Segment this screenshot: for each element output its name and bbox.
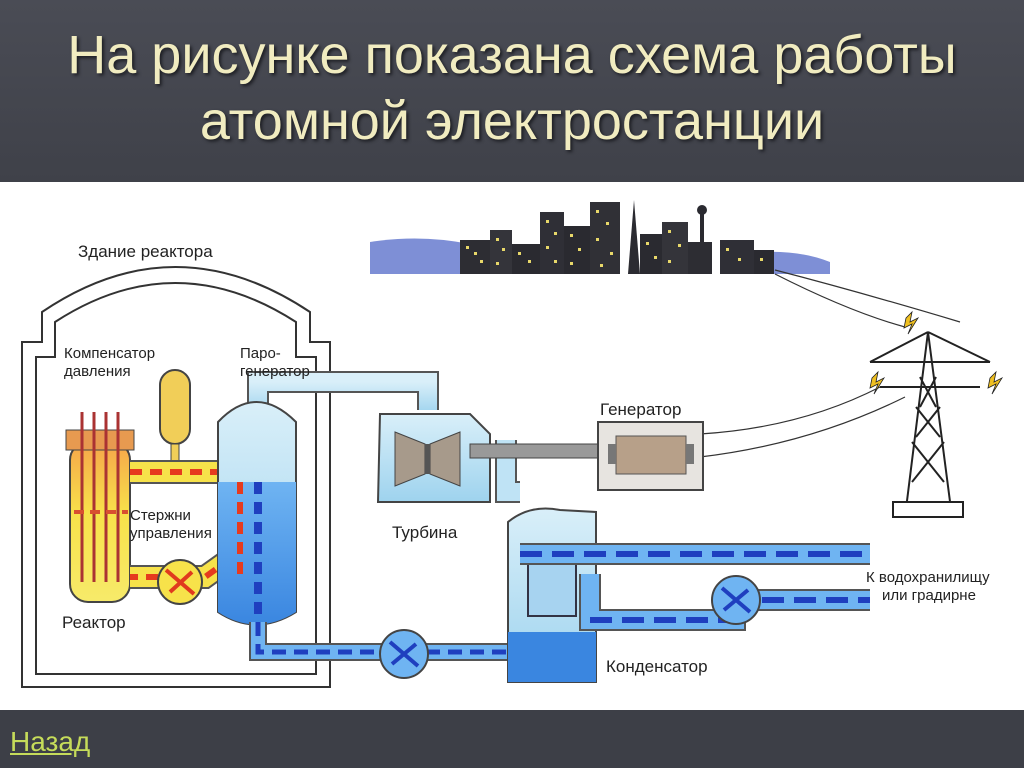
label-steam-generator-1: Паро- (240, 345, 281, 362)
transmission-tower (869, 331, 991, 518)
footer: Назад (0, 710, 1024, 768)
title-line-1: На рисунке показана схема работы (67, 25, 957, 85)
feedwater-loop (249, 622, 520, 679)
spark-icon (869, 310, 1004, 395)
pressurizer (159, 369, 191, 469)
back-link[interactable]: Назад (10, 726, 91, 757)
label-generator: Генератор (600, 400, 681, 419)
label-pressurizer-1: Компенсатор (64, 345, 155, 362)
title-line-2: атомной электростанции (199, 91, 825, 151)
label-pressurizer-2: давления (64, 363, 131, 380)
label-control-rods-2: управления (130, 525, 212, 542)
reactor-building (21, 266, 331, 688)
slide-title: На рисунке показана схема работы атомной… (0, 22, 1024, 154)
label-turbine: Турбина (392, 523, 458, 542)
label-reservoir-2: или градирне (882, 587, 976, 604)
title-bar: На рисунке показана схема работы атомной… (0, 0, 1024, 182)
reactor-vessel (65, 412, 135, 603)
power-lines (699, 269, 961, 458)
label-steam-generator-2: генератор (240, 363, 310, 380)
generator (597, 421, 704, 491)
npp-diagram: Здание реактора Компенсатор давления Пар… (0, 182, 1024, 710)
label-reactor-building: Здание реактора (78, 242, 213, 261)
label-condenser: Конденсатор (606, 657, 708, 676)
label-reactor: Реактор (62, 613, 126, 632)
cooling-loop (520, 543, 870, 631)
city-skyline (370, 200, 830, 274)
turbine (376, 413, 611, 503)
npp-schematic: Здание реактора Компенсатор давления Пар… (21, 200, 1004, 688)
label-reservoir-1: К водохранилищу (866, 569, 990, 586)
steam-generator (217, 401, 297, 626)
label-control-rods-1: Стержни (130, 507, 191, 524)
